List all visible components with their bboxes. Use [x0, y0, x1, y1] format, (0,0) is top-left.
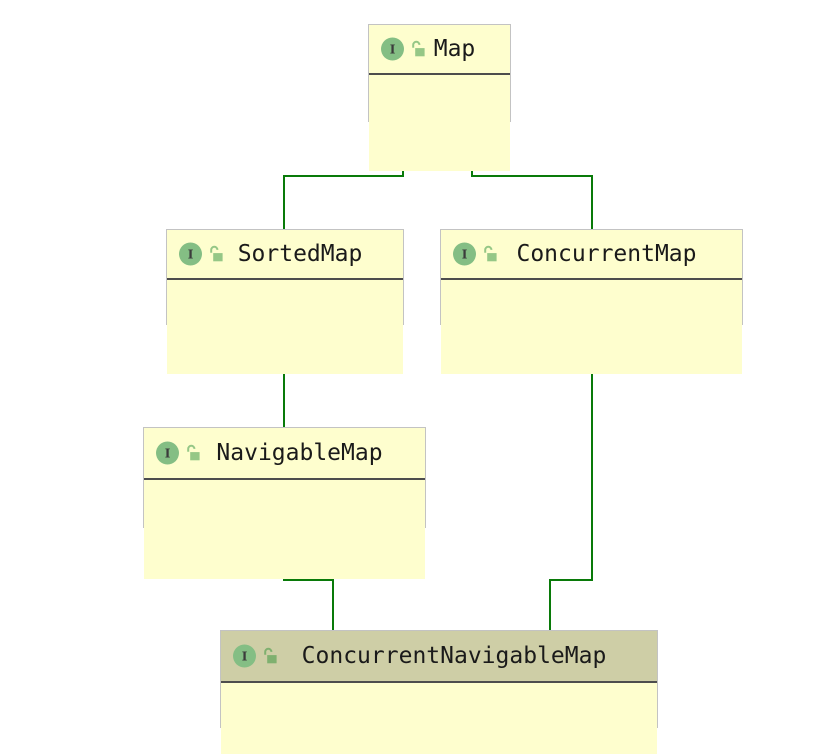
uml-node-concurrentnavigablemap[interactable]: I ConcurrentNavigableMap	[220, 630, 658, 754]
uml-node-map-title: Map	[433, 36, 476, 62]
uml-node-concurrentmap-icons: I	[453, 242, 498, 266]
uml-node-navigablemap-header: I NavigableMap	[144, 428, 425, 480]
open-lock-icon	[412, 40, 425, 56]
uml-node-sortedmap-title: SortedMap	[237, 241, 363, 267]
interface-badge-icon: I	[233, 644, 256, 668]
open-lock-icon	[264, 647, 277, 663]
interface-badge-icon: I	[453, 242, 476, 266]
uml-node-concurrentnavigablemap-header: I ConcurrentNavigableMap	[221, 631, 657, 683]
uml-node-map-header: I Map	[369, 25, 510, 75]
uml-node-concurrentnavigablemap-icons: I	[233, 644, 278, 668]
uml-node-sortedmap-icons: I	[179, 242, 224, 266]
uml-node-sortedmap-body	[167, 280, 403, 374]
uml-node-navigablemap-icons: I	[156, 441, 201, 465]
uml-node-sortedmap-header: I SortedMap	[167, 230, 403, 280]
open-lock-icon	[484, 245, 497, 261]
uml-node-concurrentnavigablemap-body	[221, 683, 657, 754]
uml-node-navigablemap-body	[144, 480, 425, 579]
uml-node-concurrentmap-body	[441, 280, 742, 374]
uml-node-navigablemap[interactable]: I NavigableMap	[143, 427, 426, 579]
interface-badge-icon: I	[156, 441, 179, 465]
interface-badge-icon: I	[381, 37, 404, 61]
uml-node-map[interactable]: I Map	[368, 24, 511, 171]
uml-node-concurrentmap-title: ConcurrentMap	[516, 241, 697, 267]
uml-node-concurrentmap[interactable]: I ConcurrentMap	[440, 229, 743, 374]
uml-node-sortedmap[interactable]: I SortedMap	[166, 229, 404, 374]
open-lock-icon	[187, 444, 200, 460]
open-lock-icon	[210, 245, 223, 261]
uml-node-navigablemap-title: NavigableMap	[216, 440, 383, 466]
interface-badge-icon: I	[179, 242, 202, 266]
uml-node-concurrentnavigablemap-title: ConcurrentNavigableMap	[301, 643, 607, 669]
uml-node-map-body	[369, 75, 510, 171]
uml-node-map-icons: I	[381, 37, 426, 61]
uml-node-concurrentmap-header: I ConcurrentMap	[441, 230, 742, 280]
